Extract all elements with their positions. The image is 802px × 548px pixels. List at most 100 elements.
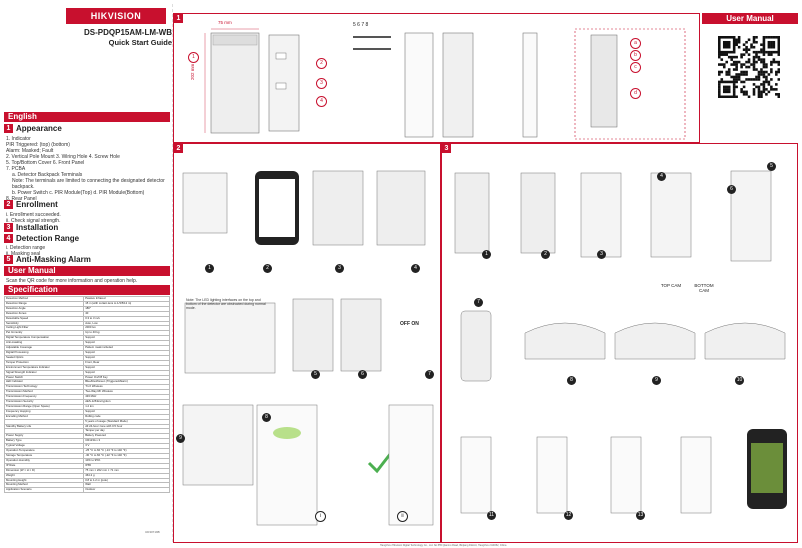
pcb-label-a: a (630, 38, 641, 49)
qr-module (772, 50, 776, 54)
step-5: 5 (767, 162, 776, 171)
qr-module (718, 73, 721, 76)
qr-module (745, 50, 748, 54)
qr-module (727, 80, 731, 84)
qr-module (750, 63, 753, 66)
step-3: 3 (335, 264, 344, 273)
qr-module (742, 73, 746, 76)
detection-range-view (256, 404, 318, 526)
qr-module (725, 90, 729, 94)
qr-module (777, 95, 780, 98)
qr-module (735, 60, 738, 64)
install-step-6 (292, 298, 334, 372)
detection-heading: 4 Detection Range (4, 234, 79, 243)
qr-module (760, 93, 763, 96)
qr-module (765, 75, 768, 79)
qr-module (735, 73, 738, 76)
install-view-8 (524, 322, 606, 360)
qr-module (725, 53, 729, 56)
callout-2: 2 (316, 58, 327, 69)
qr-code[interactable] (718, 36, 780, 98)
qr-module (732, 63, 736, 66)
qr-module (762, 60, 766, 64)
qr-module (762, 38, 766, 42)
qr-module (760, 60, 763, 64)
qr-module (742, 63, 746, 66)
detect-label-ii: ii (397, 511, 408, 522)
brand-logo: HIKVISION (66, 8, 166, 24)
qr-module (725, 50, 729, 54)
qr-module (722, 85, 726, 89)
spec-name: Application Scenario (3, 487, 85, 494)
qr-module (730, 75, 733, 79)
qr-module (742, 48, 746, 51)
section-title: Appearance (16, 124, 62, 133)
install-view-12 (536, 436, 568, 514)
pcb-label-b: b (630, 50, 641, 61)
qr-module (742, 85, 746, 89)
qr-module (727, 40, 731, 44)
qr-module (772, 36, 776, 39)
text-line: i. Enrollment succeeded. (6, 212, 61, 218)
qr-module (732, 50, 736, 54)
step-5: 5 (311, 370, 320, 379)
qr-module (742, 70, 746, 74)
step-2: 2 (263, 264, 272, 273)
qr-module (752, 55, 756, 59)
qr-module (722, 40, 726, 44)
qr-module (722, 88, 726, 91)
qr-module (765, 93, 768, 96)
text-line: 7. PCBA (6, 166, 26, 172)
qr-module (720, 50, 724, 54)
qr-module (718, 50, 721, 54)
qr-module (720, 95, 724, 98)
qr-module (762, 75, 766, 79)
qr-module (720, 36, 724, 39)
qr-module (762, 50, 766, 54)
qr-module (760, 43, 763, 47)
qr-module (725, 60, 729, 64)
text-line: 1. Indicator (6, 136, 31, 142)
qr-module (730, 63, 733, 66)
qr-module (755, 53, 758, 56)
step-10: 10 (735, 376, 744, 385)
qr-module (752, 83, 756, 86)
step-13: 13 (636, 511, 645, 520)
qr-module (777, 68, 780, 71)
callout-1: 1 (188, 52, 199, 63)
qr-module (727, 43, 731, 47)
install-view-14 (680, 436, 712, 514)
qr-module (762, 70, 766, 74)
qr-module (732, 55, 736, 59)
section-title: Installation (16, 223, 59, 232)
qr-module (750, 43, 753, 47)
step-8: 8 (567, 376, 576, 385)
qr-module (777, 70, 780, 74)
qr-module (752, 50, 756, 54)
qr-module (740, 88, 743, 91)
section-number: 1 (4, 124, 13, 133)
qr-module (767, 73, 771, 76)
qr-module (725, 80, 729, 84)
step-9: 9 (652, 376, 661, 385)
qr-module (770, 68, 773, 71)
column-divider (172, 4, 173, 542)
qr-module (757, 88, 761, 91)
pcb-label-d: d (630, 88, 641, 99)
qr-module (735, 40, 738, 44)
panel-appearance (173, 13, 700, 143)
qr-module (747, 58, 751, 61)
qr-module (752, 88, 756, 91)
model-number: DS-PDQP15AM-LM-WB (84, 28, 172, 37)
qr-module (737, 45, 741, 49)
qr-module (742, 53, 746, 56)
qr-module (737, 60, 741, 64)
qr-module (755, 40, 758, 44)
qr-module (765, 70, 768, 74)
qr-module (732, 45, 736, 49)
qr-module (770, 70, 773, 74)
qr-module (760, 50, 763, 54)
front-panel-view (404, 32, 434, 138)
qr-module (775, 50, 778, 54)
qr-module (765, 78, 768, 81)
